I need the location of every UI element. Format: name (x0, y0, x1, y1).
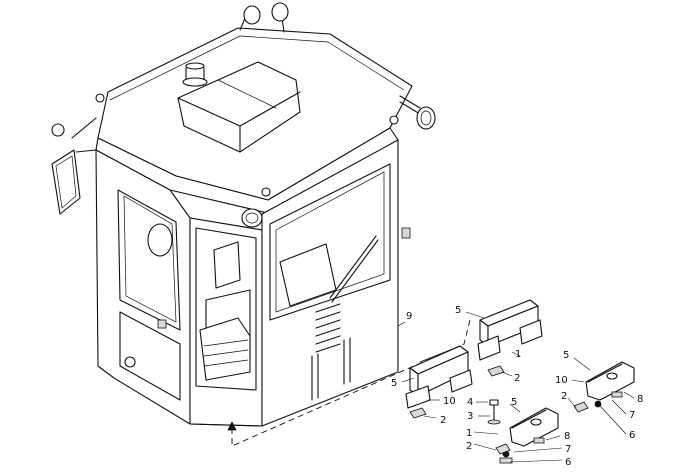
callout-9: 9 (406, 311, 412, 322)
rubber-mount-right (573, 361, 635, 413)
callout-5-left-bracket: 5 (391, 378, 397, 389)
callout-5-right-mount: 5 (563, 350, 569, 361)
callout-5-lower-mount: 5 (511, 397, 517, 408)
rear-view-mirror (51, 117, 97, 215)
mounting-bolt (487, 399, 501, 425)
leader-lines (397, 311, 635, 463)
beacon-lamp (182, 62, 208, 87)
callout-4: 4 (467, 397, 473, 408)
cab-body (95, 139, 411, 427)
pad-upper (487, 365, 505, 377)
callout-8-right: 8 (637, 394, 643, 405)
callout-10-right: 10 (555, 375, 568, 386)
mounting-bracket-upper (477, 299, 543, 361)
roof-air-conditioner-unit (177, 61, 301, 153)
callout-7-right: 7 (629, 410, 635, 421)
callout-1-upper: 1 (515, 349, 521, 360)
callout-2-upper: 2 (514, 373, 520, 384)
callout-7-lower: 7 (565, 444, 571, 455)
pad-left (409, 407, 427, 419)
callout-2-left: 2 (440, 415, 446, 426)
mounting-bracket-left (405, 345, 473, 409)
callout-8-lower: 8 (564, 431, 570, 442)
roof-mounting-ears (95, 93, 399, 197)
assembly-dashed-line (227, 319, 471, 447)
callout-1-lower: 1 (466, 428, 472, 439)
rubber-mount-lower (495, 407, 559, 464)
callout-10-left: 10 (443, 396, 456, 407)
callout-labels: 9 5 1 2 5 10 2 5 10 2 8 7 6 4 3 5 1 8 2 … (391, 305, 643, 468)
front-corner-lamp (241, 208, 263, 228)
callout-2-right: 2 (561, 391, 567, 402)
right-side-work-lamp (399, 95, 436, 130)
top-work-lamp-left (239, 5, 261, 31)
top-work-lamp-right (271, 2, 289, 33)
callout-3: 3 (467, 411, 473, 422)
callout-5-upper-bracket: 5 (455, 305, 461, 316)
callout-6-lower: 6 (565, 457, 571, 468)
callout-6-right: 6 (629, 430, 635, 441)
callout-2-lower: 2 (466, 441, 472, 452)
